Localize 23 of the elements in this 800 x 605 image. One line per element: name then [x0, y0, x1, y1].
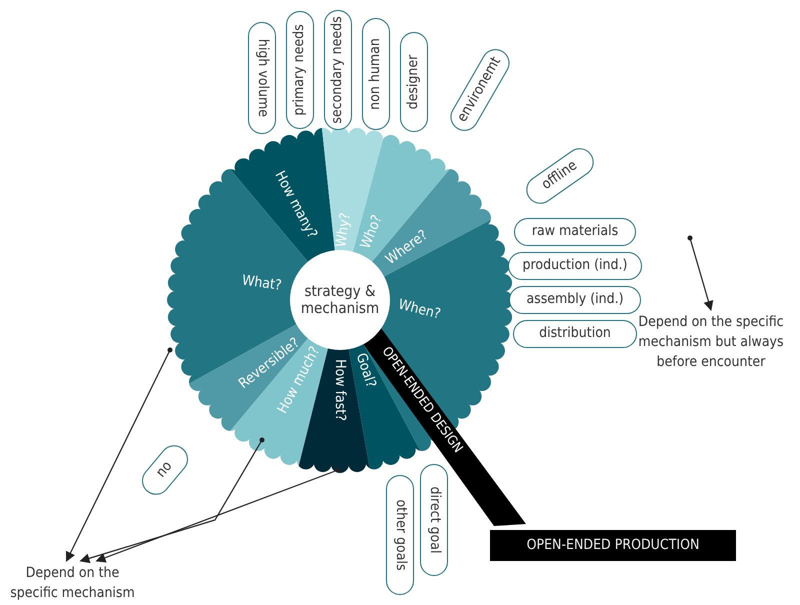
banner: OPEN-ENDED PRODUCTION — [490, 530, 736, 561]
option-pill: primary needs — [286, 11, 314, 129]
option-pill: raw materials — [514, 218, 636, 246]
option-pill: production (ind.) — [508, 252, 642, 280]
question-label: How fast? — [332, 359, 348, 421]
question-label: What? — [240, 272, 283, 294]
option-pill: distribution — [513, 320, 637, 348]
question-label: Why? — [333, 212, 354, 248]
arrow — [80, 438, 264, 564]
option-pill: direct goal — [420, 464, 448, 576]
arrow — [688, 236, 714, 311]
question-label: Who? — [358, 212, 386, 252]
option-pill: non human — [362, 18, 390, 130]
option-pill: high volume — [248, 22, 276, 134]
note-text: Depend on the specific mechanism — [10, 563, 135, 603]
arrow — [96, 468, 340, 562]
question-label: When? — [396, 296, 442, 323]
question-label: Goal? — [352, 351, 379, 390]
option-pill: designer — [400, 32, 428, 132]
option-pill: other goals — [386, 475, 414, 595]
option-pill: secondary needs — [324, 10, 352, 130]
option-pill: assembly (ind.) — [509, 286, 641, 314]
arrow — [66, 348, 172, 562]
